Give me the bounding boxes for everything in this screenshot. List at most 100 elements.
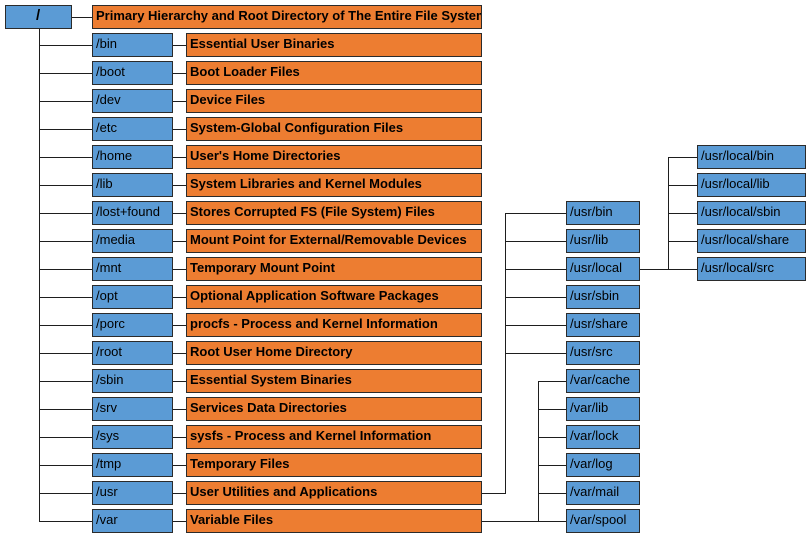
usr-child-box-usr-lib: /usr/lib	[566, 229, 640, 253]
branch-var-mail	[538, 493, 566, 494]
branch-usr-local	[505, 269, 566, 270]
branch-usr-sbin	[505, 297, 566, 298]
usr-local-child-box-usr-local-sbin: /usr/local/sbin	[697, 201, 806, 225]
dir-box-opt: /opt	[92, 285, 173, 309]
dir-desc-connector-home	[173, 157, 186, 158]
dir-box-home: /home	[92, 145, 173, 169]
dir-desc-connector-boot	[173, 73, 186, 74]
desc-box-lib: System Libraries and Kernel Modules	[186, 173, 482, 197]
branch-lib	[39, 185, 92, 186]
desc-box-root: Root User Home Directory	[186, 341, 482, 365]
usr-child-box-usr-sbin: /usr/sbin	[566, 285, 640, 309]
branch-usr-local-src	[668, 269, 697, 270]
desc-box-porc: procfs - Process and Kernel Information	[186, 313, 482, 337]
dir-desc-connector-dev	[173, 101, 186, 102]
branch-usr-src	[505, 353, 566, 354]
desc-box-home: User's Home Directories	[186, 145, 482, 169]
var-child-box-var-mail: /var/mail	[566, 481, 640, 505]
dir-box-bin: /bin	[92, 33, 173, 57]
desc-box-boot: Boot Loader Files	[186, 61, 482, 85]
branch-opt	[39, 297, 92, 298]
var-child-box-var-spool: /var/spool	[566, 509, 640, 533]
root-connector	[72, 17, 92, 18]
usr-local-child-box-usr-local-src: /usr/local/src	[697, 257, 806, 281]
desc-box-dev: Device Files	[186, 89, 482, 113]
dir-desc-connector-srv	[173, 409, 186, 410]
root-trunk	[39, 29, 40, 522]
branch-lost-found	[39, 213, 92, 214]
dir-box-lost-found: /lost+found	[92, 201, 173, 225]
dir-box-etc: /etc	[92, 117, 173, 141]
desc-box-media: Mount Point for External/Removable Devic…	[186, 229, 482, 253]
branch-etc	[39, 129, 92, 130]
dir-desc-connector-bin	[173, 45, 186, 46]
branch-usr-local-bin	[668, 157, 697, 158]
dir-box-boot: /boot	[92, 61, 173, 85]
branch-media	[39, 241, 92, 242]
dir-desc-connector-usr	[173, 493, 186, 494]
var-child-box-var-cache: /var/cache	[566, 369, 640, 393]
dir-desc-connector-opt	[173, 297, 186, 298]
branch-sbin	[39, 381, 92, 382]
dir-desc-connector-sys	[173, 437, 186, 438]
branch-var-lock	[538, 437, 566, 438]
branch-var-lib	[538, 409, 566, 410]
branch-mnt	[39, 269, 92, 270]
dir-desc-connector-mnt	[173, 269, 186, 270]
dir-box-dev: /dev	[92, 89, 173, 113]
branch-var-log	[538, 465, 566, 466]
dir-desc-connector-tmp	[173, 465, 186, 466]
var-child-box-var-log: /var/log	[566, 453, 640, 477]
branch-dev	[39, 101, 92, 102]
branch-root	[39, 353, 92, 354]
desc-box-sys: sysfs - Process and Kernel Information	[186, 425, 482, 449]
usr-local-child-box-usr-local-bin: /usr/local/bin	[697, 145, 806, 169]
desc-box-tmp: Temporary Files	[186, 453, 482, 477]
branch-usr-lib	[505, 241, 566, 242]
branch-sys	[39, 437, 92, 438]
var-child-box-var-lib: /var/lib	[566, 397, 640, 421]
branch-usr-local-sbin	[668, 213, 697, 214]
dir-box-media: /media	[92, 229, 173, 253]
usr-local-child-box-usr-local-lib: /usr/local/lib	[697, 173, 806, 197]
dir-box-sbin: /sbin	[92, 369, 173, 393]
dir-box-tmp: /tmp	[92, 453, 173, 477]
branch-usr-local-share	[668, 241, 697, 242]
var-child-box-var-lock: /var/lock	[566, 425, 640, 449]
branch-tmp	[39, 465, 92, 466]
branch-home	[39, 157, 92, 158]
dir-desc-connector-media	[173, 241, 186, 242]
desc-box-var: Variable Files	[186, 509, 482, 533]
branch-var-cache	[538, 381, 566, 382]
var-connector	[482, 521, 539, 522]
desc-box-mnt: Temporary Mount Point	[186, 257, 482, 281]
desc-box-bin: Essential User Binaries	[186, 33, 482, 57]
branch-bin	[39, 45, 92, 46]
branch-var	[39, 521, 92, 522]
dir-desc-connector-root	[173, 353, 186, 354]
root-dir-box: /	[5, 5, 72, 29]
dir-desc-connector-etc	[173, 129, 186, 130]
dir-box-porc: /porc	[92, 313, 173, 337]
root-description-box: Primary Hierarchy and Root Directory of …	[92, 5, 482, 29]
branch-usr-local-lib	[668, 185, 697, 186]
branch-srv	[39, 409, 92, 410]
branch-usr-share	[505, 325, 566, 326]
usr-child-box-usr-local: /usr/local	[566, 257, 640, 281]
desc-box-lost-found: Stores Corrupted FS (File System) Files	[186, 201, 482, 225]
branch-usr-bin	[505, 213, 566, 214]
dir-desc-connector-lost-found	[173, 213, 186, 214]
usr-connector	[482, 493, 506, 494]
branch-boot	[39, 73, 92, 74]
desc-box-usr: User Utilities and Applications	[186, 481, 482, 505]
desc-box-srv: Services Data Directories	[186, 397, 482, 421]
dir-box-lib: /lib	[92, 173, 173, 197]
dir-desc-connector-lib	[173, 185, 186, 186]
desc-box-opt: Optional Application Software Packages	[186, 285, 482, 309]
var-trunk	[538, 381, 539, 522]
dir-box-mnt: /mnt	[92, 257, 173, 281]
usr-child-box-usr-src: /usr/src	[566, 341, 640, 365]
dir-box-var: /var	[92, 509, 173, 533]
desc-box-etc: System-Global Configuration Files	[186, 117, 482, 141]
